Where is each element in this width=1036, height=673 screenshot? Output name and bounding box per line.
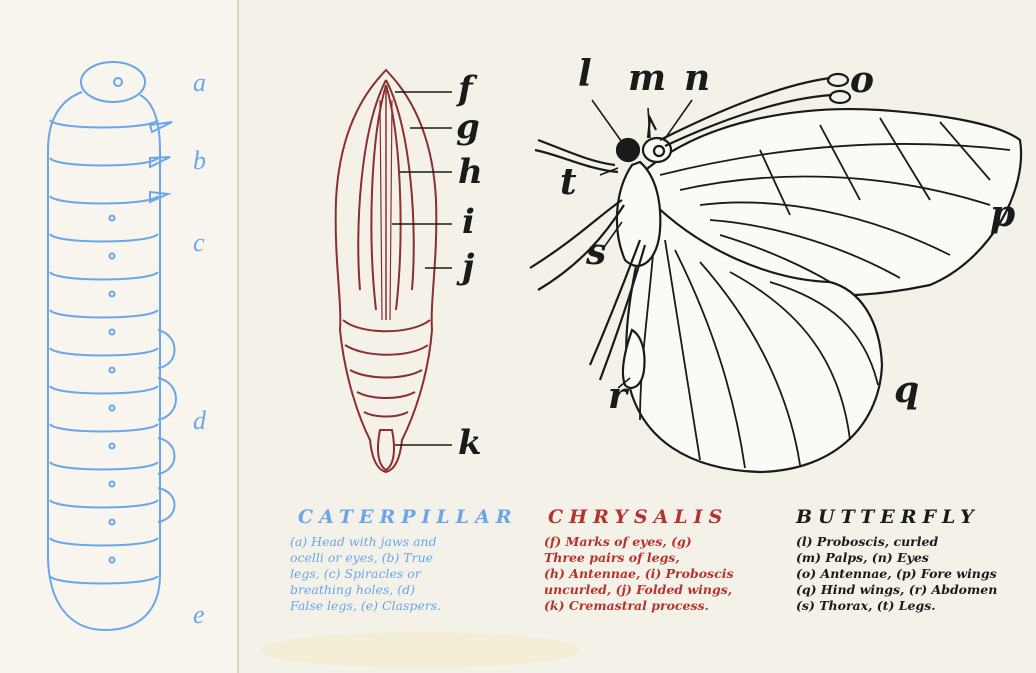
- butterfly-label-s: s: [586, 234, 606, 270]
- midleg: [530, 200, 622, 268]
- chrysalis-title: CHRYSALIS: [548, 506, 728, 528]
- paper-stain: [260, 632, 580, 668]
- butterfly-label-p: p: [990, 196, 1015, 232]
- butterfly-label-r: r: [608, 378, 627, 414]
- butterfly-label-m: m: [628, 60, 666, 96]
- butterfly-eye: [617, 139, 639, 161]
- chrysalis-label-i: i: [462, 205, 475, 239]
- caption-line: (k) Cremastral process.: [544, 598, 780, 614]
- caterpillar-label-a: a: [193, 70, 206, 96]
- caterpillar-label-d: d: [193, 408, 206, 434]
- caption-line: (s) Thorax, (t) Legs.: [796, 598, 1030, 614]
- caption-line: ocelli or eyes, (b) True: [290, 550, 526, 566]
- chrysalis-label-f: f: [458, 72, 473, 106]
- chrysalis-label-h: h: [458, 155, 483, 189]
- butterfly-label-l: l: [578, 56, 592, 92]
- caption-line: (f) Marks of eyes, (g): [544, 534, 780, 550]
- caterpillar-label-e: e: [193, 602, 205, 628]
- caption-line: (a) Head with jaws and: [290, 534, 526, 550]
- caterpillar-caption: (a) Head with jaws and ocelli or eyes, (…: [290, 534, 526, 614]
- chrysalis-label-g: g: [456, 110, 480, 144]
- chrysalis-leader-lines: [392, 92, 452, 445]
- caption-line: (o) Antennae, (p) Fore wings: [796, 566, 1030, 582]
- chrysalis-drawing: [336, 70, 452, 472]
- chrysalis-caption: (f) Marks of eyes, (g) Three pairs of le…: [544, 534, 780, 614]
- caption-line: (l) Proboscis, curled: [796, 534, 1030, 550]
- butterfly-title: BUTTERFLY: [796, 506, 980, 528]
- caption-line: (h) Antennae, (i) Proboscis: [544, 566, 780, 582]
- butterfly-label-n: n: [684, 60, 710, 96]
- butterfly-label-o: o: [850, 62, 874, 98]
- caption-line: uncurled, (j) Folded wings,: [544, 582, 780, 598]
- caption-line: (q) Hind wings, (r) Abdomen: [796, 582, 1030, 598]
- caption-line: breathing holes, (d): [290, 582, 526, 598]
- butterfly-label-t: t: [560, 164, 577, 200]
- butterfly-drawing: [530, 74, 1021, 472]
- butterfly-head: [643, 138, 671, 162]
- caterpillar-label-c: c: [193, 230, 205, 256]
- butterfly-label-q: q: [894, 372, 919, 408]
- caterpillar-title: CATERPILLAR: [298, 506, 518, 528]
- caption-line: (m) Palps, (n) Eyes: [796, 550, 1030, 566]
- butterfly-caption: (l) Proboscis, curled (m) Palps, (n) Eye…: [796, 534, 1030, 614]
- caterpillar-label-b: b: [193, 148, 206, 174]
- caption-line: False legs, (e) Claspers.: [290, 598, 526, 614]
- chrysalis-label-j: j: [462, 250, 474, 284]
- caption-line: Three pairs of legs,: [544, 550, 780, 566]
- caption-line: legs, (c) Spiracles or: [290, 566, 526, 582]
- chrysalis-label-k: k: [458, 426, 482, 460]
